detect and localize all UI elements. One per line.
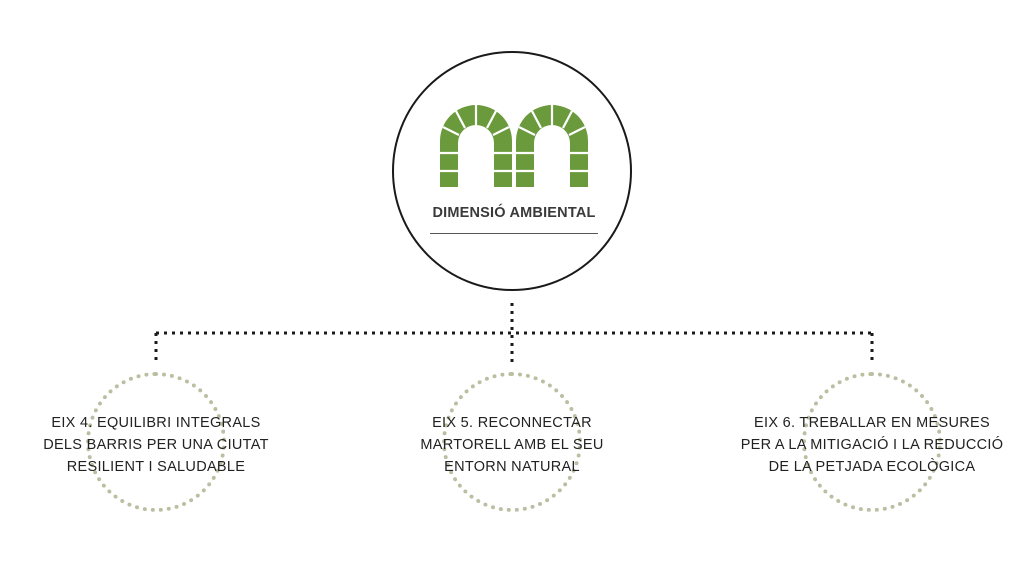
root-node-circle: DIMENSIÓ AMBIENTAL (392, 51, 632, 291)
node-line: EIX 6. TREBALLAR EN MESURES (754, 415, 990, 431)
node-line: DELS BARRIS PER UNA CIUTAT (43, 437, 269, 453)
node-ring-eix-4 (86, 372, 226, 512)
node-text-eix-6: EIX 6. TREBALLAR EN MESURES PER A LA MIT… (722, 412, 1022, 478)
node-line: PER A LA MITIGACIÓ I LA REDUCCIÓ (740, 437, 1004, 453)
node-ring-eix-6 (802, 372, 942, 512)
node-text-eix-5: EIX 5. RECONNECTAR MARTORELL AMB EL SEU … (362, 412, 662, 478)
node-text-eix-4: EIX 4. EQUILIBRI INTEGRALS DELS BARRIS P… (6, 412, 306, 478)
node-line: EIX 5. RECONNECTAR (432, 415, 592, 431)
node-line: DE LA PETJADA ECOLÒGICA (768, 459, 976, 475)
green-arch-m-logo-icon (440, 105, 588, 187)
root-node-label: DIMENSIÓ AMBIENTAL (432, 205, 596, 221)
node-line: EIX 4. EQUILIBRI INTEGRALS (51, 415, 261, 431)
node-line: MARTORELL AMB EL SEU (420, 437, 604, 453)
node-ring-eix-5 (442, 372, 582, 512)
node-line: RESILIENT I SALUDABLE (66, 459, 246, 475)
root-label-underline (430, 233, 598, 234)
node-line: ENTORN NATURAL (444, 459, 580, 475)
